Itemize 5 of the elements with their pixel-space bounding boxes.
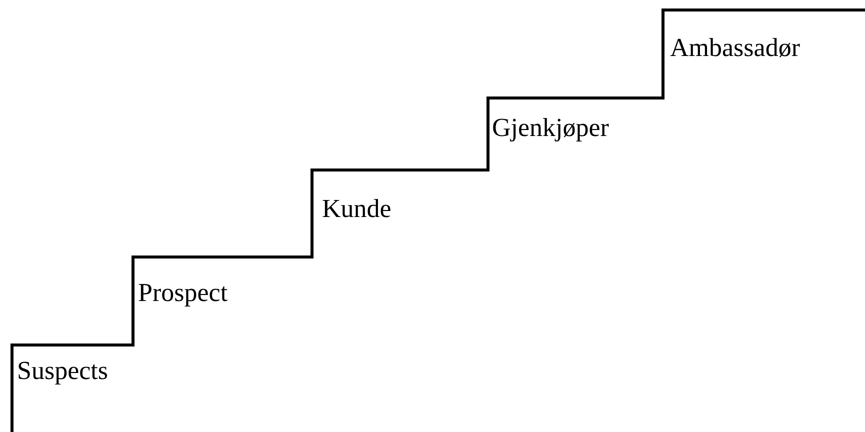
step-label: Gjenkjøper bbox=[492, 113, 609, 143]
step-label: Kunde bbox=[322, 194, 392, 224]
step-label: Suspects bbox=[17, 356, 108, 386]
step-label: Prospect bbox=[138, 278, 228, 308]
step-label: Ambassadør bbox=[670, 33, 800, 63]
